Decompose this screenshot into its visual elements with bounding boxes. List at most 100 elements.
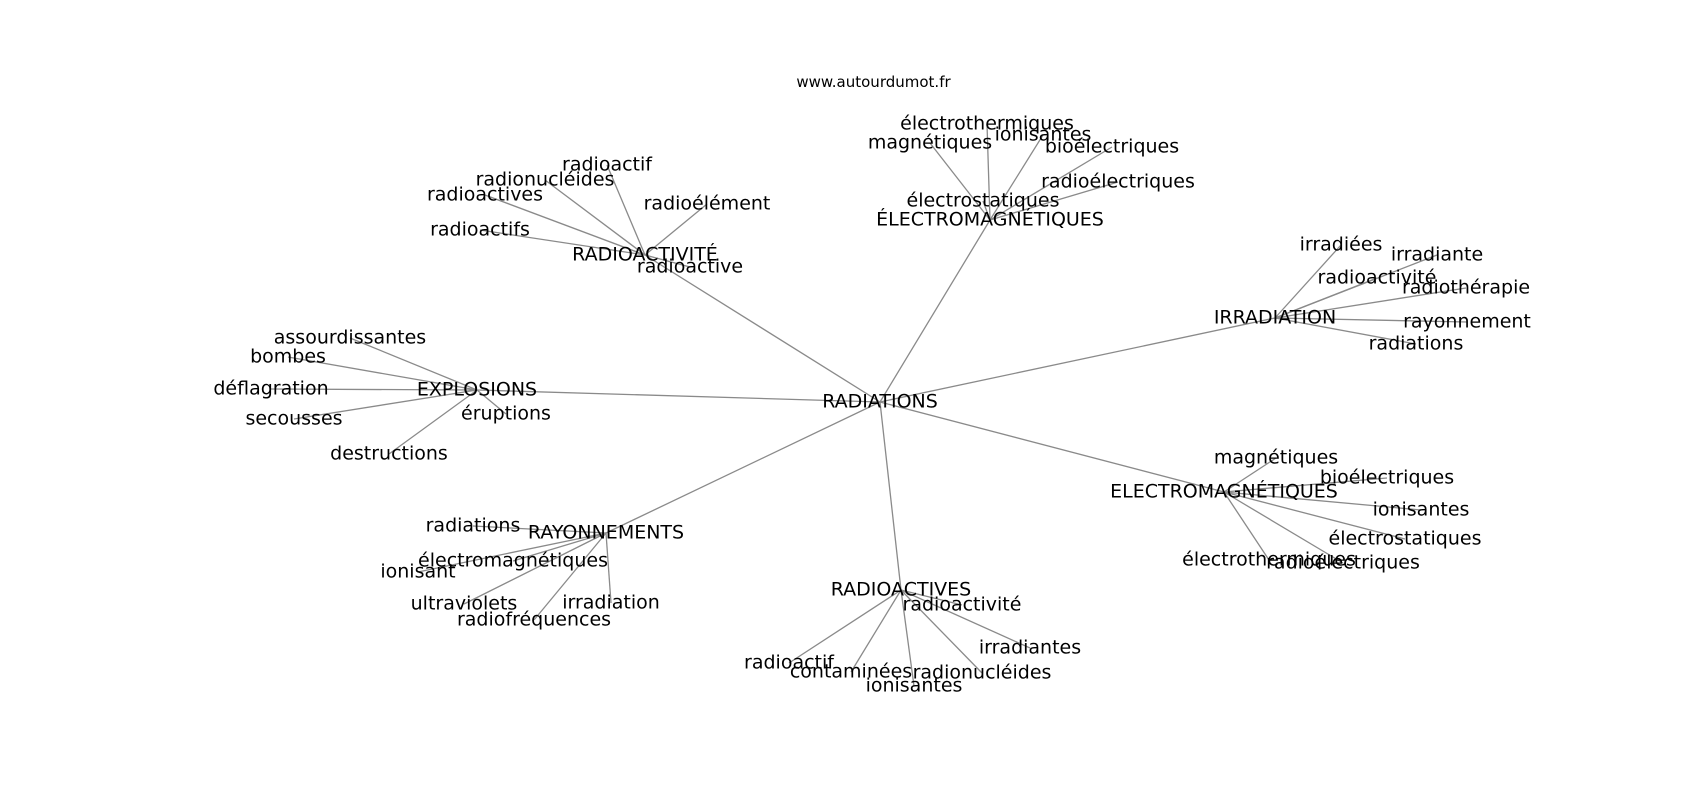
- word-node-label: ultraviolets: [411, 593, 518, 615]
- hub-to-word-edge: [929, 142, 991, 221]
- center-to-hub-edge: [879, 317, 1276, 403]
- hub-to-word-edge: [293, 389, 478, 420]
- word-node-label: électrostatiques: [907, 190, 1060, 212]
- hub-to-word-edge: [989, 134, 1044, 221]
- word-node-label: magnétiques: [868, 132, 992, 154]
- hub-node-label: IRRADIATION: [1214, 307, 1336, 329]
- word-node-label: électromagnétiques: [418, 550, 608, 572]
- hub-to-word-edge: [900, 589, 915, 687]
- word-node-label: ionisantes: [1373, 499, 1470, 521]
- word-node-label: radiations: [1369, 333, 1464, 355]
- word-node-label: radioactive: [637, 256, 743, 278]
- center-to-hub-edge: [879, 219, 991, 403]
- word-node-label: radioactifs: [430, 219, 530, 241]
- hub-to-word-edge: [1274, 317, 1417, 345]
- hub-to-word-edge: [1223, 491, 1344, 564]
- hub-to-word-edge: [463, 532, 607, 605]
- word-node-label: rayonnement: [1403, 311, 1531, 333]
- word-node-label: radioélément: [644, 193, 771, 215]
- hub-to-word-edge: [1274, 317, 1468, 323]
- word-node-label: bioélectriques: [1320, 467, 1454, 489]
- hub-to-word-edge: [1223, 491, 1406, 540]
- center-to-hub-edge: [605, 401, 881, 534]
- hub-to-word-edge: [989, 181, 1119, 221]
- hub-to-word-edge: [472, 525, 607, 534]
- hub-to-word-edge: [1274, 277, 1378, 319]
- word-node-label: radiofréquences: [457, 609, 611, 631]
- word-node-label: radioactif: [562, 154, 653, 176]
- word-node-label: bioélectriques: [1045, 136, 1179, 158]
- word-node-label: radioactivité: [903, 594, 1022, 616]
- edges-layer: [270, 123, 1468, 687]
- hub-to-word-edge: [644, 203, 708, 256]
- word-node-label: assourdissantes: [274, 327, 426, 349]
- hub-to-word-edge: [1274, 244, 1342, 319]
- hub-to-word-edge: [644, 254, 691, 268]
- word-node-label: radionucléides: [913, 662, 1052, 684]
- hub-to-word-edge: [1223, 457, 1277, 493]
- word-node-label: radionucléides: [476, 169, 615, 191]
- center-to-hub-edge: [476, 389, 881, 403]
- word-node-label: irradiées: [1300, 234, 1383, 256]
- hub-to-word-edge: [850, 589, 902, 673]
- word-node-label: ionisant: [380, 561, 455, 583]
- hub-to-word-edge: [544, 179, 646, 256]
- word-node-label: radioélectriques: [1266, 552, 1420, 574]
- word-node-label: électrothermiques: [900, 113, 1074, 135]
- word-node-label: irradiante: [1391, 244, 1483, 266]
- word-node-label: radiations: [426, 515, 521, 537]
- hub-to-word-edge: [900, 589, 1031, 649]
- hub-to-word-edge: [349, 337, 478, 391]
- hub-to-word-edge: [1223, 491, 1422, 511]
- hub-to-word-edge: [1274, 287, 1467, 319]
- source-watermark: www.autourdumot.fr: [796, 73, 951, 91]
- hub-node-label: RAYONNEMENTS: [528, 522, 684, 544]
- hub-node-label: ÉLECTROMAGNÉTIQUES: [876, 208, 1104, 231]
- hub-node-label: RADIOACTIVITÉ: [572, 243, 718, 266]
- word-node-label: radioactif: [744, 652, 835, 674]
- hub-to-word-edge: [270, 388, 478, 391]
- hub-to-word-edge: [479, 229, 646, 256]
- hub-to-word-edge: [417, 532, 607, 573]
- hub-to-word-edge: [900, 589, 963, 606]
- hub-to-word-edge: [1223, 491, 1270, 561]
- hub-to-word-edge: [606, 164, 646, 256]
- word-node-label: électrothermiques: [1182, 549, 1356, 571]
- hub-to-word-edge: [287, 356, 478, 391]
- hub-to-word-edge: [982, 200, 991, 221]
- word-node-label: éruptions: [461, 403, 551, 425]
- word-node-label: contaminées: [790, 661, 912, 683]
- word-node-label: radioactives: [427, 184, 543, 206]
- word-node-label: ionisantes: [866, 675, 963, 697]
- word-node-label: ionisantes: [995, 124, 1092, 146]
- hub-to-word-edge: [788, 589, 902, 664]
- hub-to-word-edge: [512, 532, 607, 562]
- word-node-label: déflagration: [213, 378, 328, 400]
- word-node-label: électrostatiques: [1329, 528, 1482, 550]
- hub-to-word-edge: [900, 589, 983, 674]
- center-to-hub-edge: [879, 401, 1225, 493]
- center-to-hub-edge: [879, 401, 902, 591]
- word-node-label: irradiation: [562, 592, 660, 614]
- hub-to-word-edge: [533, 532, 607, 621]
- center-node-label: RADIATIONS: [822, 391, 938, 413]
- hub-to-word-edge: [484, 194, 646, 256]
- center-to-hub-edge: [644, 254, 881, 403]
- hub-node-label: RADIOACTIVES: [831, 579, 972, 601]
- word-node-label: secousses: [245, 408, 342, 430]
- word-node-label: destructions: [330, 443, 448, 465]
- word-node-label: radiothérapie: [1402, 277, 1530, 299]
- labels-layer: RADIATIONSRADIOACTIVITÉradioactifradionu…: [213, 113, 1531, 697]
- hub-to-word-edge: [388, 389, 478, 455]
- word-node-label: radioactivité: [1318, 267, 1437, 289]
- word-node-label: magnétiques: [1214, 447, 1338, 469]
- hub-to-word-edge: [1223, 477, 1388, 493]
- word-node-label: irradiantes: [979, 637, 1081, 659]
- hub-to-word-edge: [989, 146, 1113, 221]
- hub-to-word-edge: [476, 389, 507, 415]
- hub-node-label: ELECTROMAGNÉTIQUES: [1110, 480, 1338, 503]
- word-node-label: radioélectriques: [1041, 171, 1195, 193]
- word-node-label: bombes: [250, 346, 326, 368]
- hub-to-word-edge: [986, 123, 991, 221]
